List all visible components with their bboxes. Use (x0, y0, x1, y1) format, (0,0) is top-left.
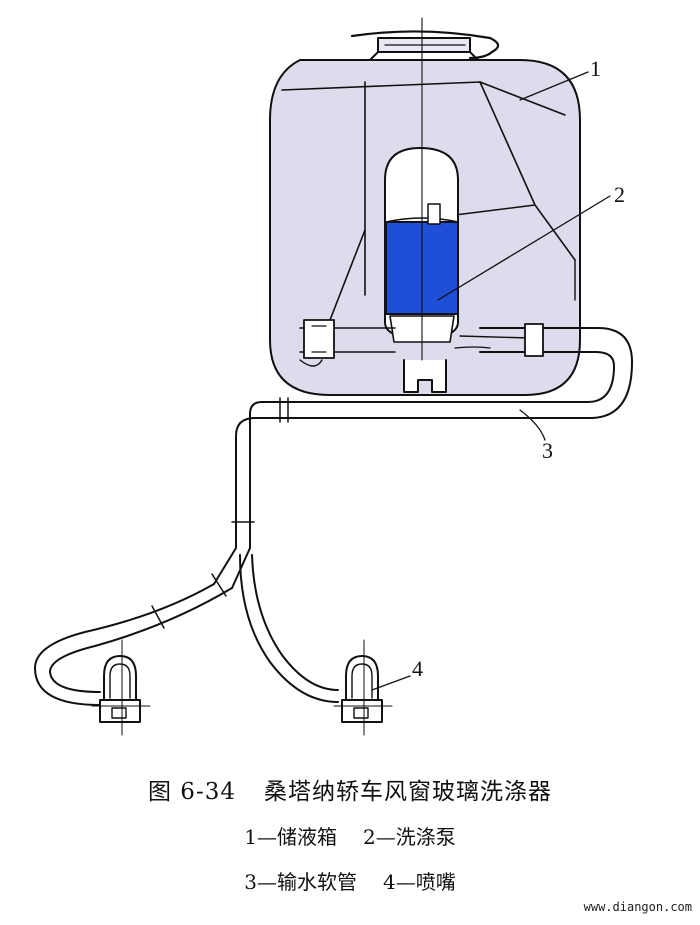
legend-item-1-name: 储液箱 (277, 825, 337, 849)
leader-line-2 (437, 195, 611, 301)
figure-caption: 图 6-34 桑塔纳轿车风窗玻璃洗涤器 (0, 772, 700, 806)
hose-loop (279, 323, 633, 423)
legend-item-3-id: 3 (244, 870, 257, 894)
legend-separator: — (257, 825, 277, 849)
callout-4: 4 (412, 656, 423, 681)
legend-item-4-name: 喷嘴 (415, 870, 456, 894)
figure-number: 图 6-34 (148, 779, 236, 805)
legend-item-3-name: 输水软管 (277, 870, 357, 894)
washer-pump (384, 17, 459, 361)
internal-tubes (299, 319, 531, 367)
legend-separator: — (375, 825, 396, 849)
leader-line-3 (519, 409, 546, 441)
legend-separator: — (395, 870, 416, 894)
callout-3: 3 (542, 438, 553, 463)
hose-branch (34, 401, 339, 706)
watermark: www.diangon.com (583, 900, 692, 914)
legend-separator: — (257, 870, 277, 894)
callout-1: 1 (590, 56, 601, 81)
legend-item-2-id: 2 (363, 825, 376, 849)
leader-line-4 (371, 675, 411, 691)
legend-item-2-name: 洗涤泵 (395, 825, 456, 849)
nozzle-left (91, 639, 151, 736)
nozzle-right (333, 639, 393, 736)
figure-title: 桑塔纳轿车风窗玻璃洗涤器 (263, 779, 552, 805)
legend-item-4-id: 4 (383, 870, 396, 894)
legend-item-1-id: 1 (244, 825, 257, 849)
callout-2: 2 (614, 182, 625, 207)
leader-line-1 (519, 71, 589, 101)
